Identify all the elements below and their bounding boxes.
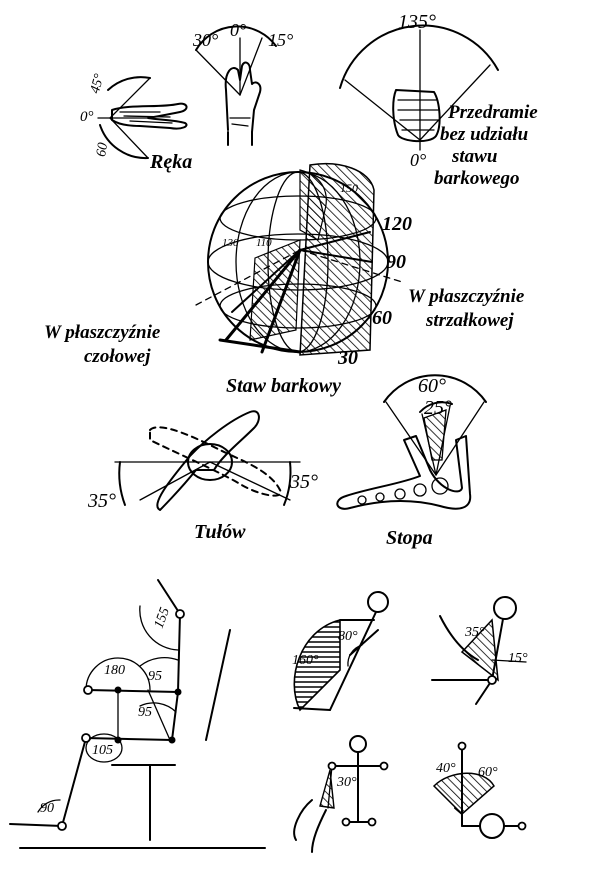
joint <box>81 733 91 743</box>
frontal-plane-label-2: czołowej <box>84 346 151 367</box>
leg-angle-105: 105 <box>92 743 113 758</box>
wrist-angle-15: 15° <box>268 30 293 50</box>
joint <box>168 736 176 744</box>
shoulder-angle-150: 150 <box>340 181 358 195</box>
hand-angle-60: 60 <box>94 142 111 158</box>
frontal-plane-label-1: W płaszczyźnie <box>44 322 161 343</box>
forearm-figure <box>339 24 499 151</box>
shoulder-angle-60: 60 <box>372 307 392 329</box>
arm-abduction-figure <box>431 596 527 705</box>
foot-figure <box>336 374 487 510</box>
arm-angle-35: 35° <box>464 625 485 640</box>
wrist-angle-0: 0° <box>230 20 246 40</box>
shoulder-sphere <box>195 163 403 356</box>
leg-angle-180: 180 <box>104 663 125 678</box>
shoulder-angle-120: 120 <box>382 213 412 235</box>
forearm-label-4: barkowego <box>434 168 520 189</box>
sagittal-plane-label-1: W płaszczyźnie <box>408 286 525 307</box>
forearm-label-3: stawu <box>451 146 497 167</box>
leg-angle-155: 155 <box>152 606 173 631</box>
trunk-figure <box>114 410 301 511</box>
joint <box>487 675 497 685</box>
foot-angle-25: 25° <box>424 397 452 419</box>
shoulder-angle-110: 110 <box>256 237 272 249</box>
arm-angle-15: 15° <box>508 651 528 666</box>
wrist-figure <box>195 25 277 146</box>
shoulder-label: Staw barkowy <box>226 375 341 397</box>
joint <box>114 686 122 694</box>
leg-angle-95b: 95 <box>138 705 152 720</box>
joint <box>327 761 337 771</box>
standing-figure <box>293 735 385 853</box>
arm-angle-60: 60° <box>478 765 498 780</box>
forearm-label-2: bez udziału <box>440 124 528 145</box>
arm-angle-80: 80° <box>338 629 358 644</box>
wrist-angle-30: 30° <box>192 30 218 50</box>
joint <box>114 736 122 744</box>
hand-label: Ręka <box>149 151 192 173</box>
hand-angle-45: 45° <box>88 72 108 95</box>
forearm-angle-0: 0° <box>410 150 426 170</box>
joint <box>457 741 467 751</box>
forearm-angle-135: 135° <box>398 11 436 33</box>
joint <box>57 821 67 831</box>
arm-angle-40: 40° <box>436 761 456 776</box>
foot-label: Stopa <box>386 527 433 549</box>
joint <box>341 817 351 827</box>
sagittal-plane-label-2: strzałkowej <box>425 310 514 331</box>
shoulder-angle-90: 90 <box>386 251 406 273</box>
top-view-figure <box>432 745 523 839</box>
leg-angle-95a: 95 <box>148 669 162 684</box>
trunk-angle-35-left: 35° <box>87 490 116 512</box>
seated-leg-figure <box>9 579 266 849</box>
hand-figure <box>97 76 188 160</box>
joint <box>367 817 377 827</box>
joint <box>517 821 527 831</box>
joint <box>379 761 389 771</box>
joint <box>175 609 185 619</box>
joint <box>174 688 182 696</box>
hand-angle-0: 0° <box>80 109 94 125</box>
leg-angle-90: 90 <box>40 801 54 816</box>
joint <box>83 685 93 695</box>
forearm-label-1: Przedramie <box>447 102 538 123</box>
arm-angle-30: 30° <box>336 775 357 790</box>
foot-angle-60: 60° <box>418 375 446 397</box>
shoulder-angle-130: 130 <box>222 237 239 249</box>
trunk-angle-35-right: 35° <box>289 471 318 493</box>
trunk-label: Tułów <box>194 521 246 543</box>
shoulder-angle-30: 30 <box>337 347 358 369</box>
arm-flexion-figure <box>293 591 389 712</box>
arm-angle-160: 160° <box>292 653 319 668</box>
